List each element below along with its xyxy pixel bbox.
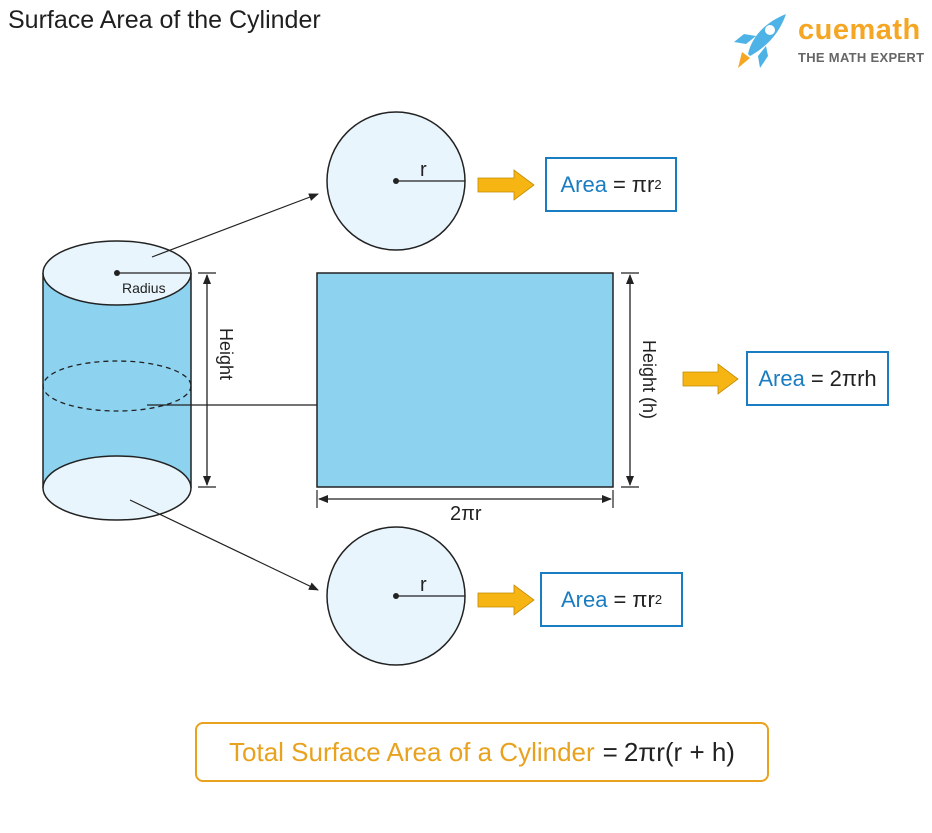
cylinder-bottom-face [42, 455, 192, 521]
lateral-area-eq: = [810, 365, 824, 391]
bottom-area-expr: πr [632, 586, 655, 612]
arrow-to-top-circle [151, 193, 319, 258]
arrow-to-bottom-circle [129, 499, 319, 591]
lateral-rectangle [316, 272, 614, 488]
rocket-icon [734, 14, 786, 68]
width-label: 2πr [450, 503, 482, 525]
cylinder-mid-section [42, 360, 192, 412]
lateral-area-box: Area = 2πrh [746, 351, 889, 406]
bottom-circle: r [326, 526, 466, 666]
cylinder-center-dot [114, 270, 120, 276]
total-eq: = [602, 736, 618, 767]
lateral-area-word: Area [758, 365, 805, 391]
bottom-result-arrow [477, 584, 535, 616]
lateral-rectangle-shape [316, 272, 614, 488]
top-area-eq: = [612, 171, 626, 197]
page-title: Surface Area of the Cylinder [8, 6, 321, 34]
cylinder-body [43, 273, 191, 488]
rect-height-label: Height (h) [639, 340, 659, 419]
bottom-circle-center [393, 593, 399, 599]
top-area-expr: πr [631, 171, 655, 197]
cylinder: Radius [42, 240, 192, 521]
radius-label: Radius [122, 280, 166, 296]
bottom-area-exponent: 2 [654, 592, 663, 607]
middle-result-arrow [682, 363, 739, 395]
total-formula: 2πr(r + h) [623, 736, 735, 767]
bottom-area-word: Area [560, 586, 608, 612]
brand-name: cuemath [798, 14, 921, 46]
top-result-arrow [477, 169, 535, 201]
height-label: Height [216, 328, 236, 380]
brand-tagline: THE MATH EXPERT [798, 50, 925, 65]
bottom-circle-r-label: r [420, 574, 427, 596]
top-area-exponent: 2 [654, 177, 662, 192]
top-area-word: Area [560, 171, 607, 197]
total-surface-area-box: Total Surface Area of a Cylinder = 2πr(r… [195, 722, 769, 782]
top-circle-r-label: r [420, 159, 427, 181]
brand-logo: cuemath THE MATH EXPERT [728, 10, 928, 70]
lateral-area-expr: 2πrh [829, 365, 877, 391]
top-circle-center [393, 178, 399, 184]
top-circle: r [326, 111, 466, 251]
bottom-area-eq: = [613, 586, 627, 612]
total-label: Total Surface Area of a Cylinder [229, 736, 595, 767]
